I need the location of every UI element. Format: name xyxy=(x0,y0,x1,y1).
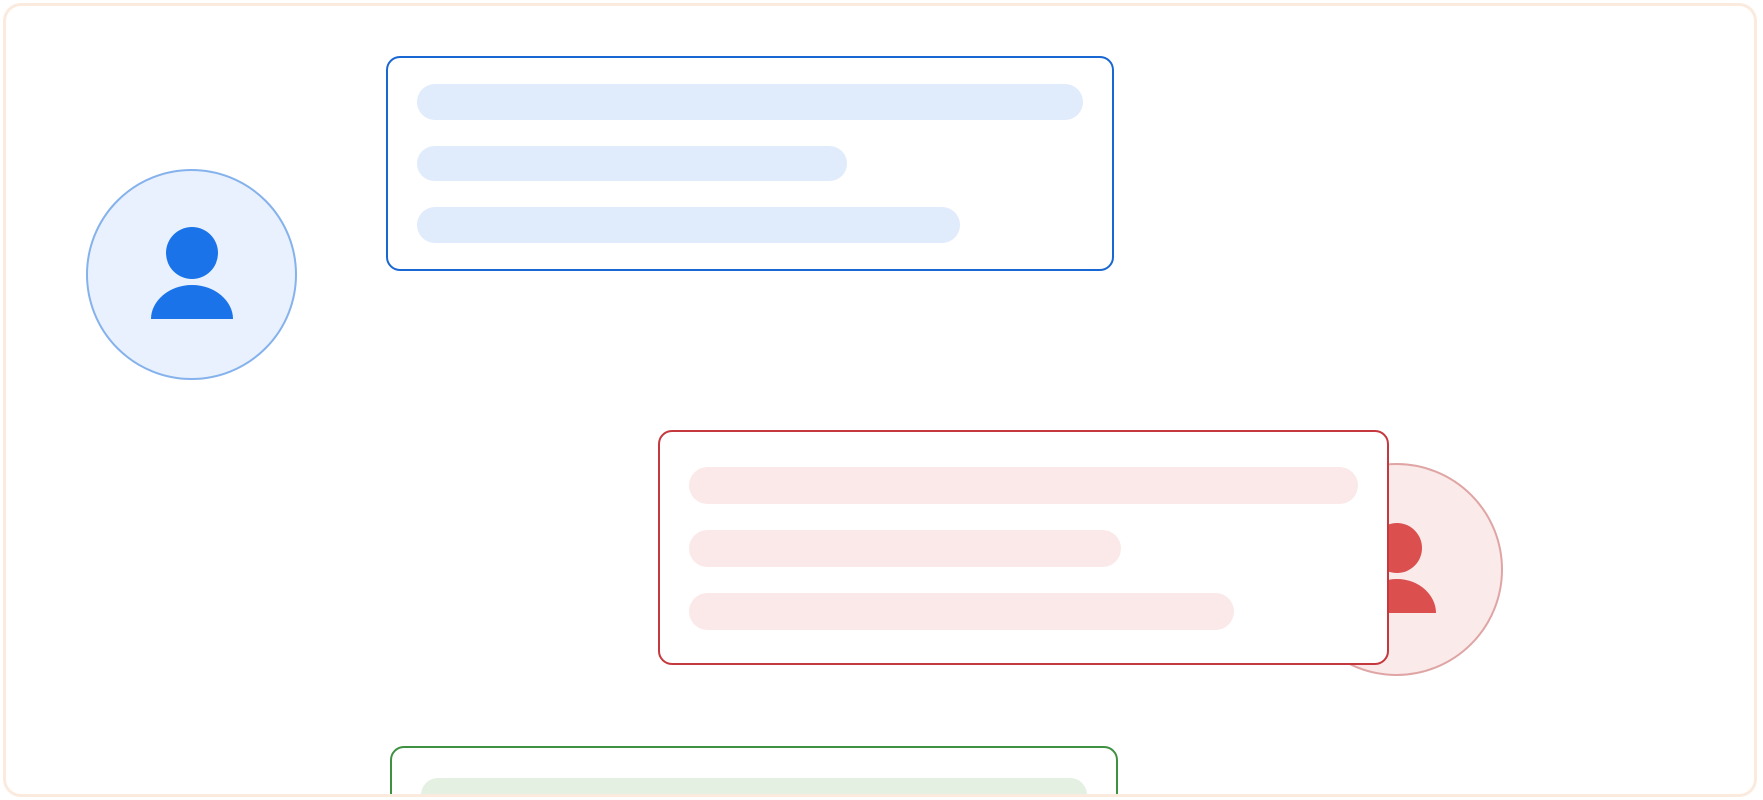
avatar-user-blue[interactable] xyxy=(86,169,297,380)
conversation-panel xyxy=(3,3,1757,797)
message-bubble-red[interactable] xyxy=(658,430,1389,665)
skeleton-line-2 xyxy=(417,145,847,182)
skeleton-line-2 xyxy=(689,530,1121,567)
message-bubble-green[interactable] xyxy=(390,746,1118,794)
message-bubble-blue[interactable] xyxy=(386,56,1114,271)
skeleton-line-1 xyxy=(689,467,1358,504)
skeleton-line-1 xyxy=(421,778,1087,794)
skeleton-line-3 xyxy=(689,593,1235,630)
skeleton-line-3 xyxy=(417,207,960,244)
person-icon xyxy=(140,226,244,323)
skeleton-line-1 xyxy=(417,84,1083,120)
conversation-canvas xyxy=(6,6,1754,794)
